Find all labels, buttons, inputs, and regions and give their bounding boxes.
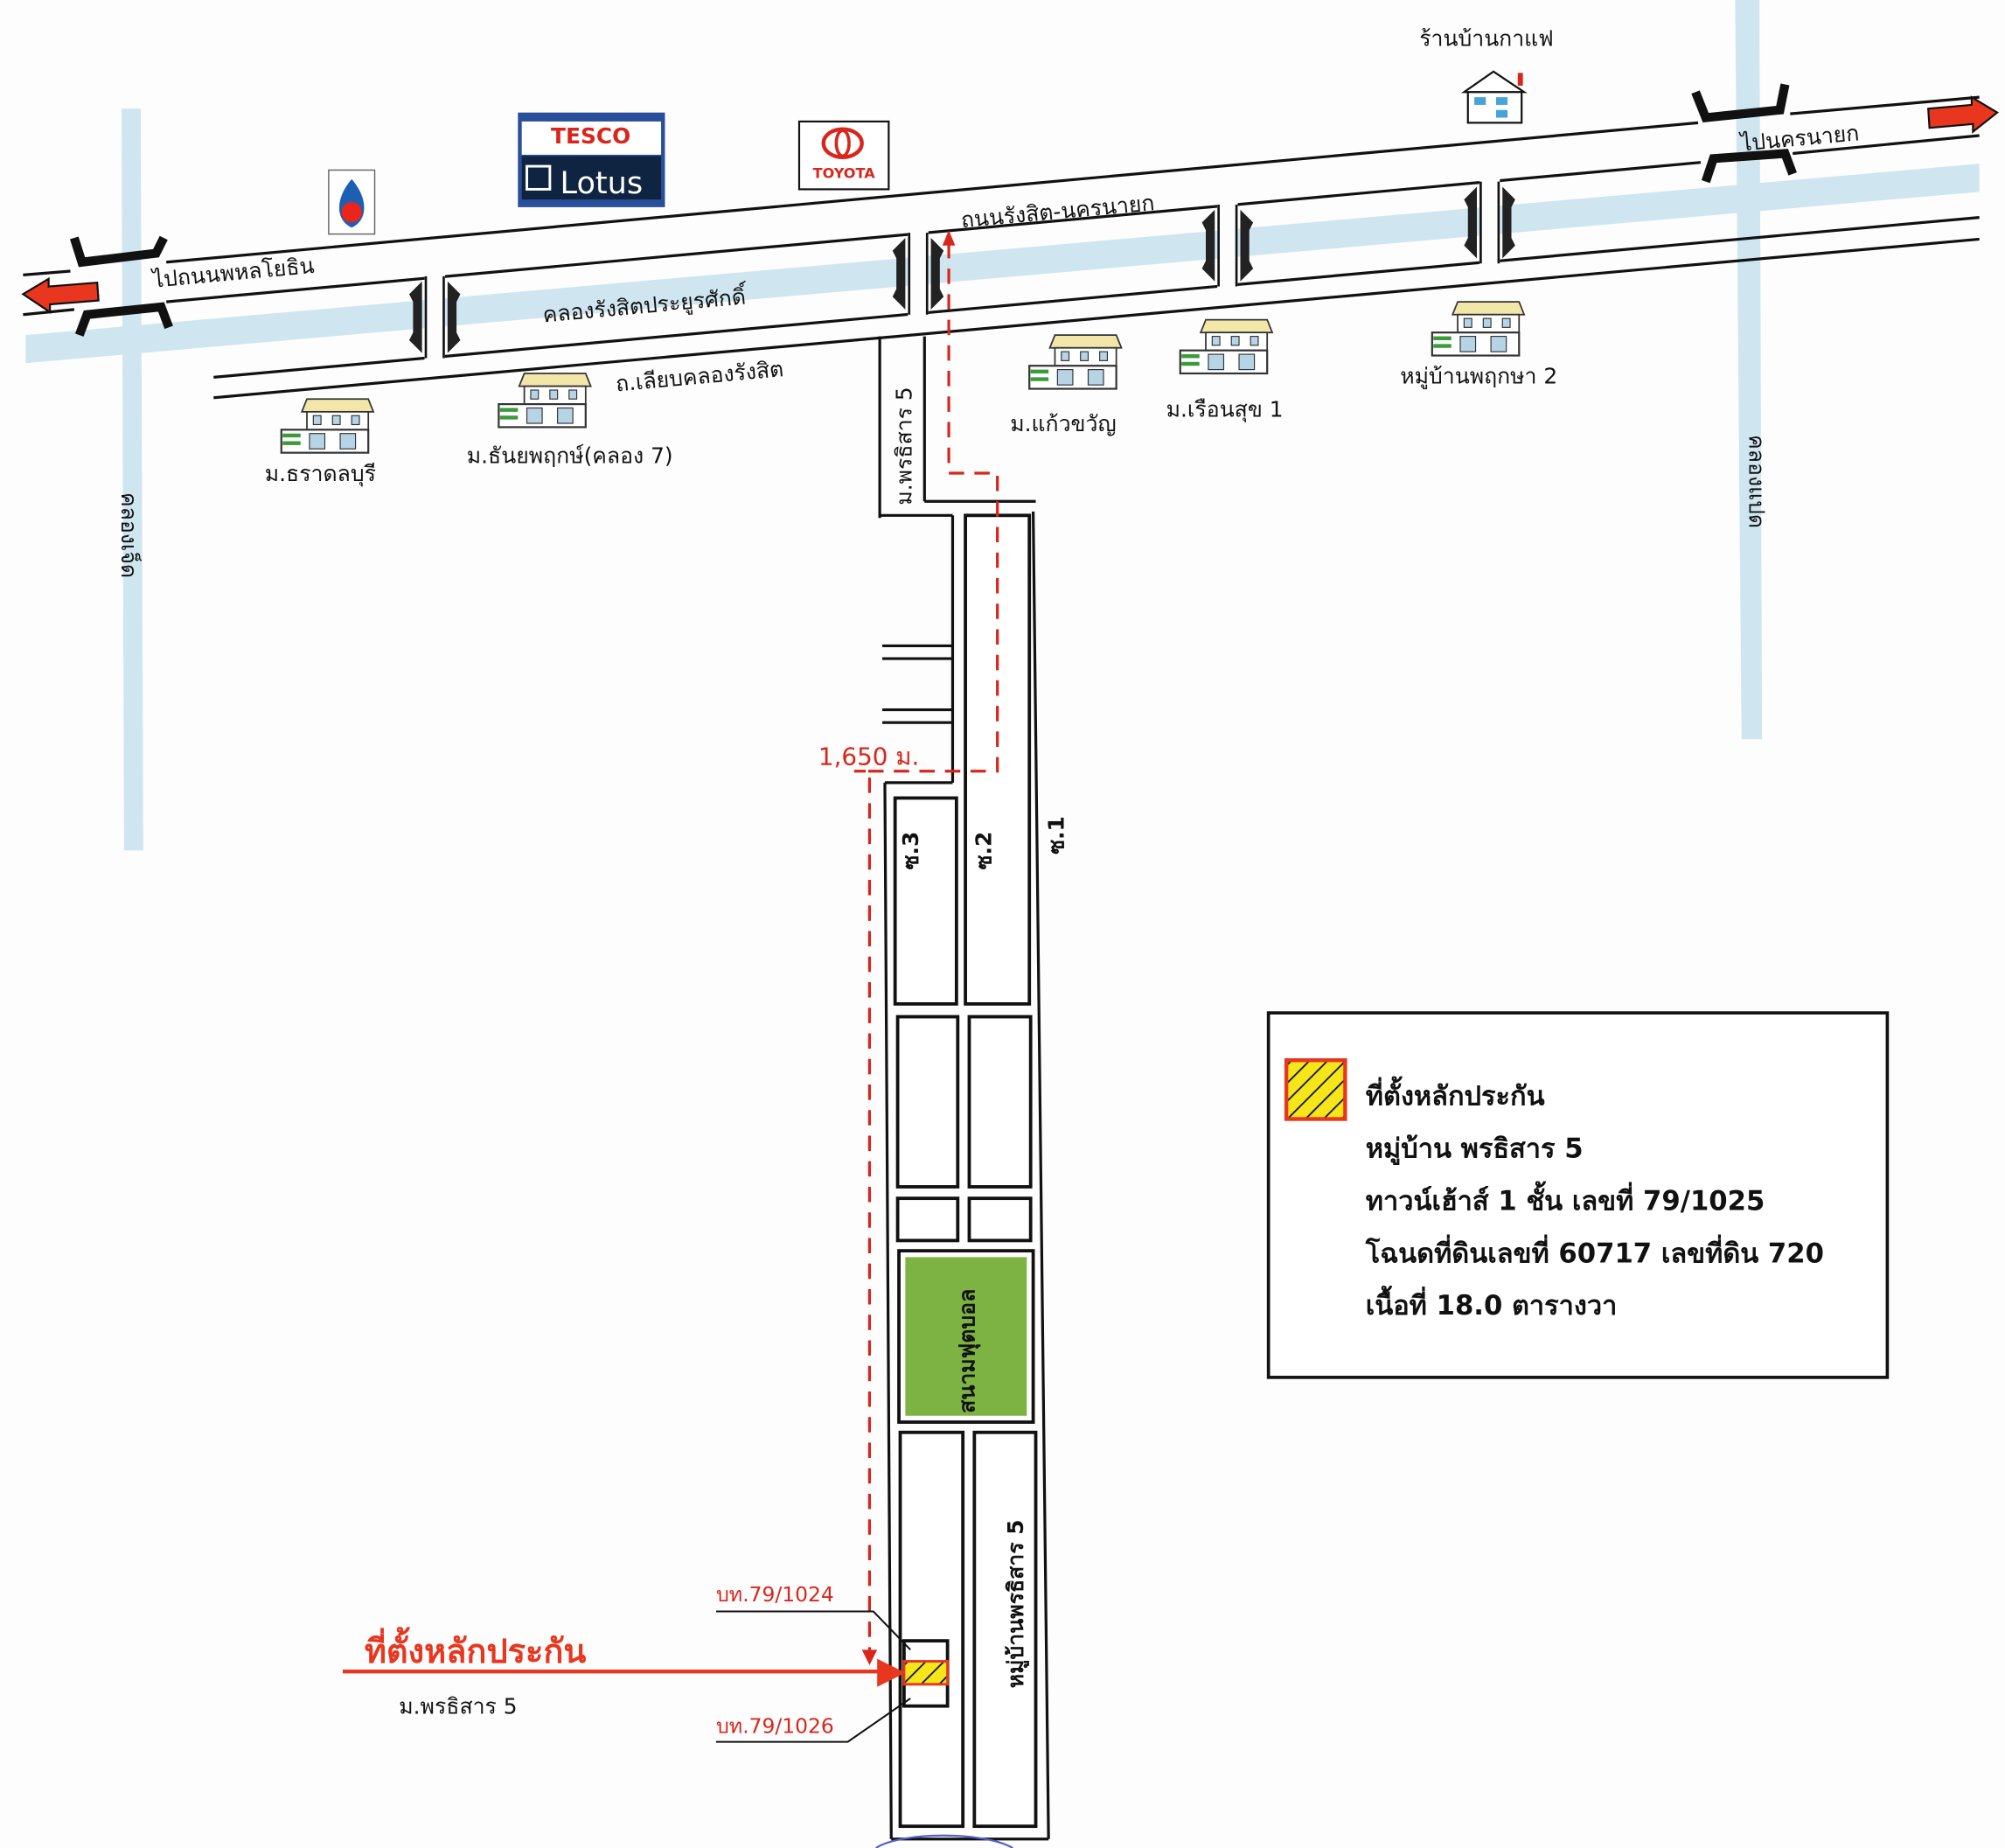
route-path bbox=[853, 242, 999, 1653]
label-neighbor-top: บท.79/1024 bbox=[716, 1582, 834, 1607]
main-road-upper-edge bbox=[166, 121, 1699, 264]
collateral-plot bbox=[902, 1660, 950, 1686]
bridges bbox=[409, 178, 1515, 361]
bridge-icon bbox=[892, 230, 944, 317]
legend-title: ที่ตั้งหลักประกัน bbox=[1366, 1075, 1545, 1112]
label-canal-road: ถ.เลียบคลองรังสิต bbox=[615, 356, 784, 396]
arrow-left-icon bbox=[21, 276, 100, 314]
legend-line: เนื้อที่ 18.0 ตารางวา bbox=[1366, 1285, 1618, 1321]
canal-rangsit bbox=[25, 164, 1980, 364]
legend-line: ทาวน์เฮ้าส์ 1 ชั้น เลขที่ 79/1025 bbox=[1366, 1180, 1765, 1217]
label-khlong-8: คลองแปด bbox=[1744, 435, 1769, 528]
main-road-lower-edge bbox=[166, 161, 1702, 303]
toyota-logo: TOYOTA bbox=[797, 120, 890, 191]
village-label: ม.แก้วขวัญ bbox=[1010, 411, 1116, 436]
label-football-field: สนามฟุตบอล bbox=[954, 1289, 981, 1413]
tesco-text: TESCO bbox=[551, 123, 630, 149]
label-soi-main: ม.พรธิสาร 5 bbox=[892, 387, 917, 505]
roads bbox=[23, 83, 1980, 519]
stamp-mark bbox=[875, 1834, 1013, 1848]
pointer-title: ที่ตั้งหลักประกัน bbox=[365, 1627, 587, 1670]
bridge-icon bbox=[1464, 178, 1515, 267]
legend-line: โฉนดที่ดินเลขที่ 60717 เลขที่ดิน 720 bbox=[1365, 1234, 1824, 1269]
bridge-icon bbox=[409, 273, 461, 361]
route-arrow-down-icon bbox=[861, 1649, 878, 1665]
canal-khlong-7 bbox=[121, 108, 143, 851]
village-label: หมู่บ้านพฤกษา 2 bbox=[1400, 364, 1557, 390]
legend-box: ที่ตั้งหลักประกัน หมู่บ้าน พรธิสาร 5 ทาว… bbox=[1266, 1011, 1890, 1379]
label-distance: 1,650 ม. bbox=[818, 742, 919, 771]
pointer-arrow-icon bbox=[877, 1658, 906, 1687]
legend-line: หมู่บ้าน พรธิสาร 5 bbox=[1366, 1133, 1584, 1165]
label-village-block: หมู่บ้านพรธิสาร 5 bbox=[1003, 1519, 1030, 1688]
toyota-text: TOYOTA bbox=[813, 164, 876, 181]
canal-road-lower-edge bbox=[213, 237, 1980, 400]
route-arrow-up-icon bbox=[942, 230, 956, 246]
label-to-phahonyothin: ไปถนนพหลโยธิน bbox=[150, 253, 315, 293]
bridge-icon bbox=[1201, 202, 1254, 289]
label-soi-1: ซ.1 bbox=[1044, 816, 1069, 854]
tesco-lotus-logo: TESCO Lotus bbox=[518, 112, 665, 207]
label-neighbor-bottom: บท.79/1026 bbox=[716, 1713, 834, 1738]
label-soi-2: ซ.2 bbox=[971, 832, 996, 870]
label-khlong-7: คลองเจ็ด bbox=[116, 492, 143, 578]
village-label: ม.ธันยพฤกษ์(คลอง 7) bbox=[467, 443, 673, 468]
label-coffee-shop: ร้านบ้านกาแฟ bbox=[1419, 26, 1554, 52]
village-label: ม.เรือนสุข 1 bbox=[1166, 397, 1284, 423]
label-soi-3: ซ.3 bbox=[898, 832, 923, 870]
pointer-subtitle: ม.พรธิสาร 5 bbox=[399, 1693, 517, 1719]
football-field bbox=[905, 1257, 1027, 1416]
ptt-logo bbox=[328, 169, 376, 235]
lotus-text: Lotus bbox=[560, 165, 644, 201]
canal-road-upper-edge bbox=[213, 215, 1980, 379]
village-label: ม.ธราดลบุรี bbox=[265, 461, 376, 487]
arrow-right-icon bbox=[1927, 95, 2000, 134]
label-main-road: ถนนรังสิต-นครนายก bbox=[960, 190, 1156, 233]
legend-swatch bbox=[1284, 1058, 1347, 1121]
coffee-house-icon bbox=[1460, 70, 1528, 124]
estate-layout bbox=[880, 511, 1050, 1841]
